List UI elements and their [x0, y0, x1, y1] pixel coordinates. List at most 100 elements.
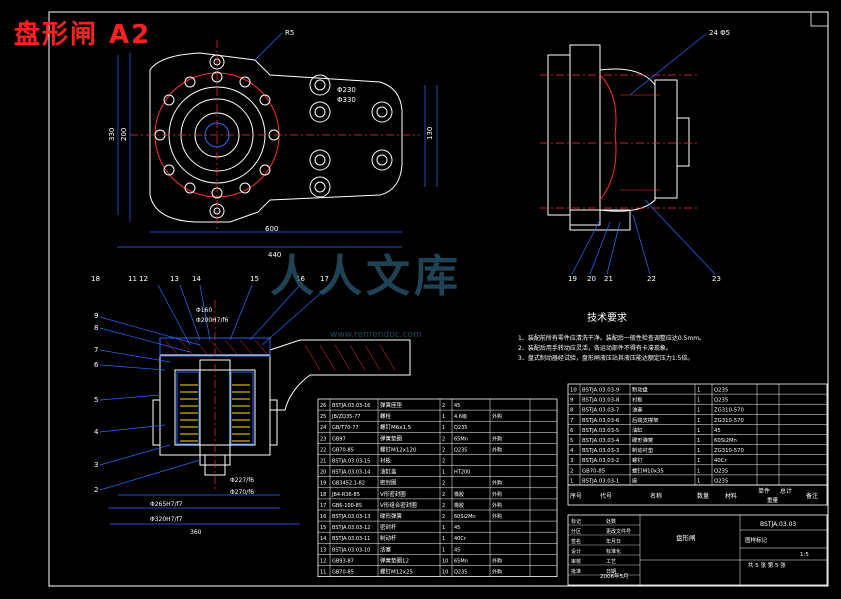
table-cell: 11 [320, 570, 326, 576]
table-cell: 碟形弹簧 [380, 512, 403, 520]
table-cell: 1 [697, 388, 700, 394]
balloon-label: 8 [94, 324, 98, 332]
table-cell: BSTJA.03.03-13 [332, 514, 370, 520]
balloon-label: 6 [94, 361, 99, 369]
table-cell: 共 5 张 第 5 张 [748, 561, 786, 569]
table-cell: Q235 [714, 478, 728, 484]
table-cell: 26 [320, 403, 326, 409]
table-cell: 分区 [571, 528, 581, 535]
table-cell: 备注 [806, 492, 818, 500]
table-cell: 图样标记 [745, 536, 768, 544]
table-cell: 总计 [780, 487, 792, 495]
arm-holes [309, 74, 393, 198]
table-cell: 外购 [492, 435, 502, 442]
table-cell: 2 [442, 481, 445, 487]
table-cell: 工艺 [606, 559, 616, 565]
table-cell: 21 [320, 459, 326, 465]
table-cell: 重量 [767, 496, 779, 504]
table-cell: 日期 [606, 569, 616, 575]
table-cell: 1 [442, 525, 445, 531]
table-cell: 16 [320, 514, 326, 520]
table-cell: 1 [697, 438, 700, 444]
table-cell: BSTJA.03.03-10 [332, 547, 370, 553]
table-cell: GB93-87 [332, 558, 354, 564]
table-cell: BSTJA.03.03-12 [332, 525, 370, 531]
table-cell: 橡胶 [454, 491, 464, 498]
top-view [117, 32, 438, 248]
table-cell: 碟形弹簧 [632, 436, 654, 444]
corner-box [810, 11, 829, 27]
table-cell: 衬板 [380, 457, 392, 465]
table-cell: 19 [320, 481, 326, 487]
sheet-border [48, 11, 829, 587]
section-balloons-left: 9 8 7 6 5 4 3 2 [94, 312, 99, 494]
table-cell: 40Cr [714, 458, 727, 464]
table-cell: 外购 [492, 480, 502, 487]
table-cell: 数量 [697, 492, 709, 500]
table-cell: 外购 [492, 446, 502, 453]
table-cell: Q235 [454, 425, 467, 431]
table-cell: 45 [454, 525, 460, 531]
table-cell: 10 [442, 558, 448, 564]
table-cell: 24 [320, 425, 326, 431]
tech-requirement-line: 1、装配前所有零件应清洗干净。装配后一般性检查调整应达0.5mm。 [518, 335, 706, 342]
table-cell: 弹簧垫圈 [380, 434, 403, 442]
tech-requirement-line: 2、装配后用手转动应灵活，各运动部件不得有卡滞现象。 [518, 345, 672, 352]
table-cell: 2 [442, 459, 445, 465]
table-cell: 1 [570, 478, 573, 484]
table-cell: 衬板 [632, 396, 643, 404]
table-cell: 2 [442, 492, 445, 498]
table-cell: 螺钉M10x35 [632, 466, 664, 474]
dim-label: 600 [265, 225, 278, 233]
table-cell: V形组合密封圈 [380, 501, 417, 509]
table-cell: 15 [320, 525, 326, 531]
table-cell: 序号 [570, 492, 582, 500]
balloon-label: 16 [296, 275, 305, 283]
table-cell: ZG310-570 [714, 418, 744, 424]
table-cell: 45 [454, 547, 460, 553]
dim-label: Φ270/f6 [230, 489, 254, 496]
title-block: 标记处数分区更改文件号签名年月日设计标准化审核工艺批准日期盘形闸BSTJA.03… [567, 514, 828, 586]
table-cell: 2 [442, 503, 445, 509]
table-cell: 密封圈 [380, 479, 397, 487]
top-view-dims: R5 440 600 330 200 130 Φ230 Φ330 [108, 29, 434, 259]
table-cell: GB6-100-85 [332, 503, 362, 509]
balloon-label: 20 [587, 275, 596, 283]
table-cell: 弹簧座垫 [380, 401, 403, 409]
table-cell: 1 [697, 458, 700, 464]
table-cell: 1 [442, 536, 445, 542]
table-cell: 20 [320, 470, 326, 476]
table-cell: 批准 [571, 568, 581, 575]
table-cell: 60Si2Mn [454, 514, 476, 520]
table-cell: 1 [697, 418, 700, 424]
table-cell: 年月日 [606, 538, 621, 545]
table-cell: 60Si2Mn [714, 438, 737, 444]
table-cell: 5 [570, 438, 573, 444]
table-cell: 9 [570, 398, 573, 404]
table-cell: 8 [570, 408, 574, 414]
table-cell: 1 [442, 414, 445, 420]
table-cell: 23 [320, 436, 326, 442]
table-cell: 油缸盖 [380, 468, 397, 476]
table-cell: Q235 [714, 468, 728, 474]
table-cell: 材料 [725, 492, 737, 500]
table-cell: 1 [697, 448, 700, 454]
dim-label: R5 [285, 29, 294, 37]
section-balloons-top: 11 12 13 14 15 16 17 18 [91, 275, 329, 283]
table-cell: V形密封圈 [380, 490, 406, 498]
balloon-label: 13 [170, 275, 179, 283]
table-cell: 外购 [492, 569, 502, 576]
disc-springs [180, 384, 250, 442]
table-cell: GB97 [332, 436, 346, 442]
table-cell: 2 [442, 447, 445, 453]
table-cell: 1 [697, 428, 700, 434]
table-cell: 4.6级 [454, 413, 467, 420]
table-cell: 65Mn [454, 436, 468, 442]
table-cell: 单件 [758, 487, 770, 495]
table-cell: 外购 [492, 413, 502, 420]
drawing-title: 盘形闸 A2 [14, 20, 152, 50]
table-cell: BSTJA.03.03 [760, 521, 796, 528]
table-cell: 审核 [571, 558, 581, 565]
